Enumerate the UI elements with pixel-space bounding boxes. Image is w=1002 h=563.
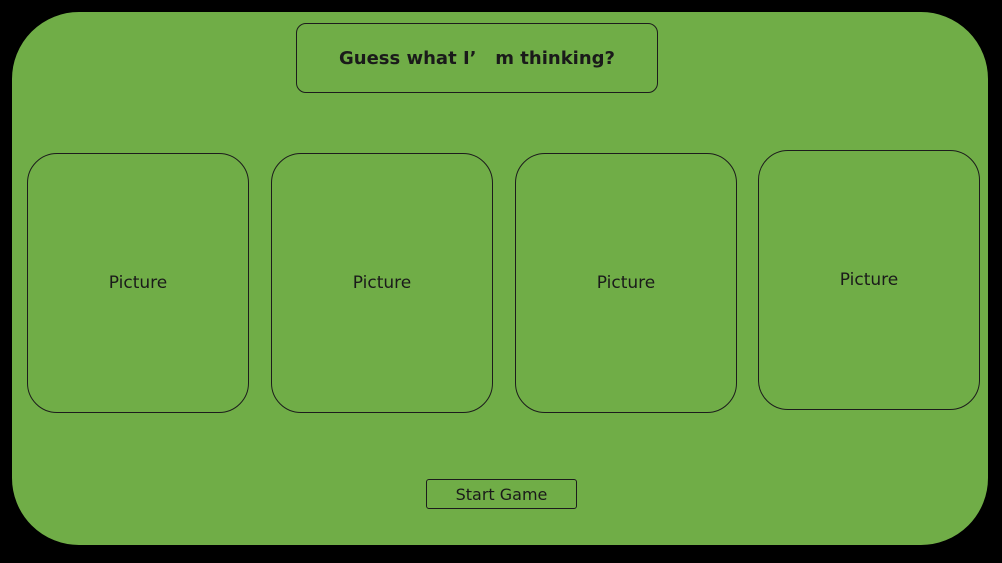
picture-card-label: Picture <box>596 273 656 293</box>
start-game-label: Start Game <box>455 484 548 504</box>
picture-card-4[interactable]: Picture <box>758 150 980 410</box>
picture-card-label: Picture <box>108 273 168 293</box>
picture-card-label: Picture <box>839 270 899 290</box>
start-game-button[interactable]: Start Game <box>426 479 577 509</box>
picture-card-label: Picture <box>352 273 412 293</box>
page-title: Guess what I’ m thinking? <box>296 23 658 93</box>
picture-card-1[interactable]: Picture <box>27 153 249 413</box>
game-board <box>11 11 989 546</box>
picture-card-2[interactable]: Picture <box>271 153 493 413</box>
picture-card-3[interactable]: Picture <box>515 153 737 413</box>
